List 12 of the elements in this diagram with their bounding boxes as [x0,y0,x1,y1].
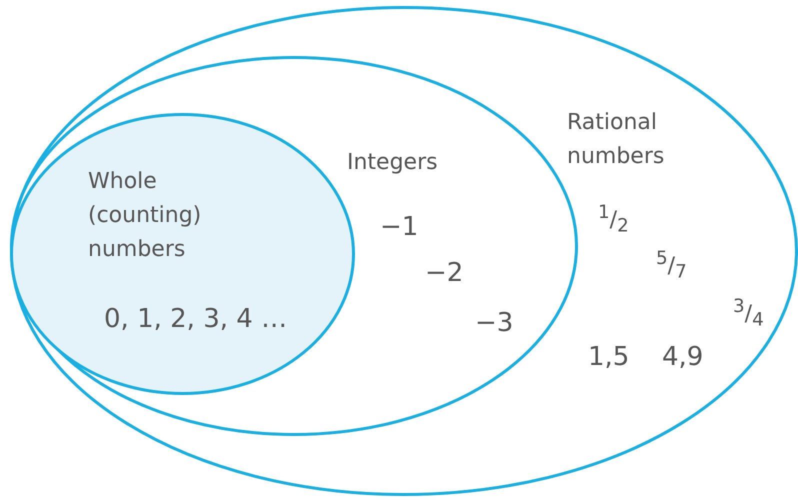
number-label: −2 [425,257,464,290]
number-label: 1,5 [588,341,630,374]
number-label: −3 [475,307,514,340]
number-label: −1 [380,211,418,244]
set-label: Integers [347,149,438,177]
set-label: Rational numbers [567,109,666,171]
fraction-label: $^{1}$/$_{2}$ [598,201,629,239]
fraction-label: $^{5}$/$_{7}$ [656,247,687,285]
set-label: Whole (counting) numbers [88,168,202,264]
number-label: 4,9 [662,341,704,374]
number-label: 0, 1, 2, 3, 4 … [104,303,288,336]
fraction-label: $^{3}$/$_{4}$ [733,295,764,333]
